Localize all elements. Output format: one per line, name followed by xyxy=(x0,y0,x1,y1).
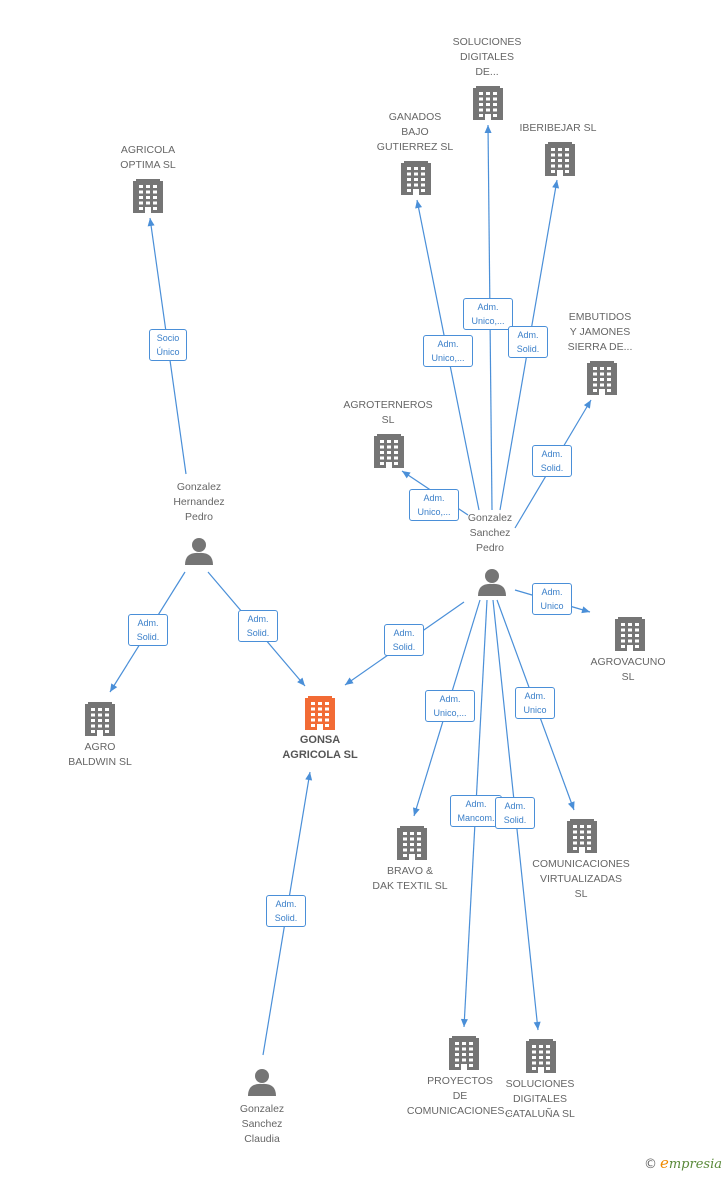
node-label-gonzalez-sanchez-pedro[interactable]: Gonzalez Sanchez Pedro xyxy=(467,512,513,554)
arrowhead-icon xyxy=(110,683,118,692)
edge-label[interactable]: Adm. Unico,... xyxy=(423,335,473,367)
edge-label[interactable]: Adm. Solid. xyxy=(266,895,306,927)
node-label-gonsa[interactable]: GONSA AGRICOLA SL xyxy=(282,734,358,761)
arrowhead-icon xyxy=(415,200,423,209)
copyright-symbol: © xyxy=(643,1157,657,1172)
node-label-bravo-dak[interactable]: BRAVO & DAK TEXTIL SL xyxy=(372,865,448,892)
arrowhead-icon xyxy=(305,772,313,781)
arrowhead-icon xyxy=(552,180,560,189)
edge-label[interactable]: Adm. Unico xyxy=(515,687,555,719)
arrowhead-icon xyxy=(460,1018,468,1027)
node-label-comunicaciones-virtualizadas[interactable]: COMUNICACIONES VIRTUALIZADAS SL xyxy=(532,858,630,900)
arrowhead-icon xyxy=(412,807,420,816)
arrowhead-icon xyxy=(147,218,155,227)
building-icon-agro-baldwin[interactable] xyxy=(85,702,115,736)
edge-label[interactable]: Adm. Solid. xyxy=(508,326,548,358)
building-icon-soluciones-cataluna[interactable] xyxy=(526,1039,556,1073)
icons-layer xyxy=(85,86,645,1096)
node-label-agroterneros[interactable]: AGROTERNEROS SL xyxy=(343,399,433,426)
node-label-soluciones-cataluna[interactable]: SOLUCIONES DIGITALES CATALUÑA SL xyxy=(505,1078,575,1120)
node-label-ganados-bajo[interactable]: GANADOS BAJO GUTIERREZ SL xyxy=(376,111,454,153)
node-label-embutidos[interactable]: EMBUTIDOS Y JAMONES SIERRA DE... xyxy=(567,311,633,353)
edge-label[interactable]: Adm. Solid. xyxy=(128,614,168,646)
building-icon-ganados-bajo[interactable] xyxy=(401,161,431,195)
person-icon-gonzalez-sanchez-pedro[interactable] xyxy=(478,569,506,596)
edge-label[interactable]: Adm. Unico,... xyxy=(463,298,513,330)
arrowhead-icon xyxy=(297,677,305,686)
edge-label[interactable]: Adm. Solid. xyxy=(238,610,278,642)
person-icon-gonzalez-claudia[interactable] xyxy=(248,1069,276,1096)
building-icon-soluciones-digitales[interactable] xyxy=(473,86,503,120)
brand-logo-text: mpresia xyxy=(668,1157,722,1172)
node-label-soluciones-digitales[interactable]: SOLUCIONES DIGITALES DE... xyxy=(452,36,522,78)
edge-label[interactable]: Adm. Unico,... xyxy=(425,690,475,722)
node-label-agrovacuno[interactable]: AGROVACUNO SL xyxy=(590,656,666,683)
building-icon-agricola-optima[interactable] xyxy=(133,179,163,213)
edge-label[interactable]: Adm. Solid. xyxy=(495,797,535,829)
arrowhead-icon xyxy=(583,400,591,409)
building-icon-agroterneros[interactable] xyxy=(374,434,404,468)
arrowhead-icon xyxy=(581,606,590,614)
node-label-agro-baldwin[interactable]: AGRO BALDWIN SL xyxy=(68,741,132,768)
edge-label[interactable]: Adm. Unico xyxy=(532,583,572,615)
node-label-gonzalez-claudia[interactable]: Gonzalez Sanchez Claudia xyxy=(239,1103,285,1145)
node-label-proyectos-comunicaciones[interactable]: PROYECTOS DE COMUNICACIONES... xyxy=(406,1075,514,1117)
edge-label[interactable]: Adm. Solid. xyxy=(384,624,424,656)
node-label-iberibejar[interactable]: IBERIBEJAR SL xyxy=(519,122,597,134)
node-label-gonzalez-hernandez[interactable]: Gonzalez Hernandez Pedro xyxy=(173,481,225,523)
footer-brand[interactable]: ©empresia xyxy=(644,1154,722,1172)
building-icon-comunicaciones-virtualizadas[interactable] xyxy=(567,819,597,853)
edge-label[interactable]: Adm. Mancom. xyxy=(450,795,502,827)
node-label-agricola-optima[interactable]: AGRICOLA OPTIMA SL xyxy=(120,144,176,171)
edges-layer xyxy=(109,124,592,1056)
edge-label[interactable]: Socio Único xyxy=(149,329,187,361)
arrowhead-icon xyxy=(484,125,492,134)
arrowhead-icon xyxy=(345,677,354,685)
building-icon-gonsa[interactable] xyxy=(305,696,335,730)
brand-logo-initial: e xyxy=(659,1154,669,1172)
building-icon-proyectos-comunicaciones[interactable] xyxy=(449,1036,479,1070)
edge-label[interactable]: Adm. Unico,... xyxy=(409,489,459,521)
building-icon-embutidos[interactable] xyxy=(587,361,617,395)
arrowhead-icon xyxy=(567,801,575,810)
building-icon-iberibejar[interactable] xyxy=(545,142,575,176)
building-icon-bravo-dak[interactable] xyxy=(397,826,427,860)
building-icon-agrovacuno[interactable] xyxy=(615,617,645,651)
edge-label[interactable]: Adm. Solid. xyxy=(532,445,572,477)
arrowhead-icon xyxy=(402,471,411,479)
person-icon-gonzalez-hernandez[interactable] xyxy=(185,538,213,565)
arrowhead-icon xyxy=(533,1021,541,1030)
